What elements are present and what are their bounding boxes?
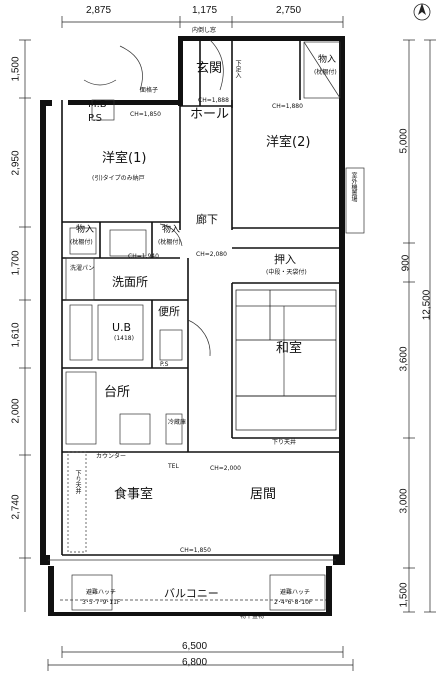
dim-top-3: 2,750: [276, 5, 302, 16]
hatch-right: 避難ハッチ: [280, 589, 311, 596]
mbps-label-1: M.B: [88, 99, 107, 110]
ch-western-1: CH=1,850: [130, 111, 161, 118]
window-grill-label: 面格子: [140, 87, 159, 94]
room-living: 居間: [250, 487, 277, 502]
dim-right-4: 3,000: [398, 488, 410, 514]
hatch-left: 避難ハッチ: [86, 589, 117, 596]
dim-left-4: 1,610: [10, 322, 22, 348]
dim-top-2: 1,175: [192, 5, 218, 16]
ch-living-2: CH=2,000: [210, 465, 241, 472]
north-arrow-icon: [413, 3, 431, 21]
room-western-1: 洋室(1): [102, 151, 147, 166]
interior-lines: [61, 36, 340, 556]
room-washroom: 洗面所: [112, 275, 149, 289]
room-genkan: 玄関: [196, 61, 223, 76]
storage-1-note: (枕棚付): [70, 239, 93, 246]
tatami-pattern: [235, 289, 337, 431]
dim-bottom-outer: 6,800: [182, 657, 208, 668]
room-western-2: 洋室(2): [266, 135, 311, 150]
walls: [40, 36, 345, 616]
room-balcony: バルコニー: [164, 587, 219, 600]
room-western-1-note: (引)タイプのみ納戸: [92, 175, 145, 182]
storage-2: 物入: [162, 225, 181, 235]
dryer-hardware-label: 物干金物: [240, 613, 265, 620]
room-corridor: 廊下: [196, 213, 218, 226]
ch-washroom: CH=1,940: [128, 253, 159, 260]
dim-right-total: 12,500: [421, 289, 433, 321]
tenbukuro-label: 下り天井: [272, 439, 297, 446]
hatch-right-floors: 2･4･6･8･10F: [274, 599, 313, 606]
storage-top: 物入: [318, 55, 337, 65]
ch-living: CH=1,850: [180, 547, 211, 554]
room-oshiire-note: (中段・天袋付): [266, 269, 307, 276]
room-oshiire: 押入: [274, 253, 296, 266]
room-kitchen: 台所: [104, 385, 131, 400]
ch-hall: CH=1,880: [272, 103, 303, 110]
dim-top-1: 2,875: [86, 5, 112, 16]
counter-label: カウンター: [96, 453, 127, 460]
dim-left-5: 2,000: [10, 398, 22, 424]
room-bath: U.B: [112, 321, 132, 334]
ch-genkan: CH=1,888: [198, 97, 229, 104]
room-toilet: 便所: [158, 305, 180, 318]
dim-right-5: 1,500: [398, 582, 410, 608]
fridge-label: 冷蔵庫: [168, 419, 187, 426]
dim-right-3: 3,600: [398, 346, 410, 372]
tel-label: TEL: [168, 463, 179, 470]
room-bath-note: (1418): [114, 335, 134, 342]
mbps-label-2: P.S: [88, 113, 102, 124]
outdoor-unit-label: 室外機置場: [350, 172, 357, 202]
room-washitsu: 和室: [276, 341, 303, 356]
dim-left-1: 1,500: [10, 56, 22, 82]
storage-top-note: (枕棚付): [314, 69, 337, 76]
ch-corridor: CH=2,080: [196, 251, 227, 258]
shoe-box-label: 下足入: [234, 60, 241, 78]
hatch-left-floors: 3･5･7･9･11F: [82, 599, 121, 606]
thin-details: [48, 39, 365, 611]
dim-right-1: 5,000: [398, 128, 410, 154]
room-hall: ホール: [190, 107, 230, 122]
dim-bottom-inner: 6,500: [182, 641, 208, 652]
storage-2-note: (枕棚付): [158, 239, 181, 246]
dim-left-3: 1,700: [10, 250, 22, 276]
dim-right-2: 900: [400, 254, 412, 272]
dim-left-6: 2,740: [10, 494, 22, 520]
room-dining: 食事室: [114, 487, 154, 502]
storage-1: 物入: [76, 225, 95, 235]
dim-left-2: 2,950: [10, 150, 22, 176]
ps-label: P.S: [160, 361, 169, 368]
ceiling-drop-label: 下り天井: [74, 470, 81, 494]
dimension-lines: [19, 16, 436, 671]
inner-window-label: 内倒し窓: [192, 27, 217, 34]
laundry-pan: 洗濯パン: [70, 265, 95, 272]
